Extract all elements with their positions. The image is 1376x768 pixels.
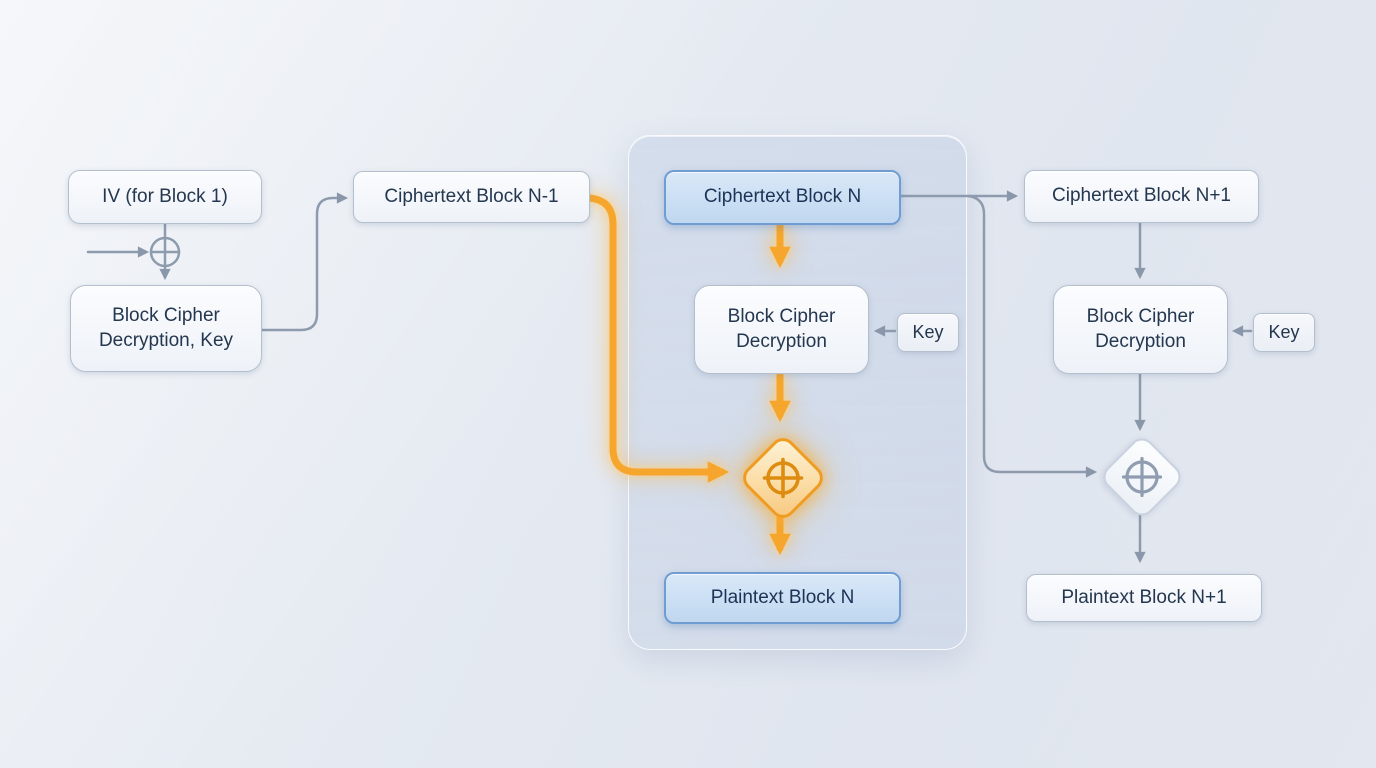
node-plaintext-current-label: Plaintext Block N <box>710 586 855 608</box>
connector-decrypt1-to-ciphertext-prev <box>258 192 349 332</box>
node-decrypt-next-line2: Decryption <box>1095 330 1186 352</box>
node-decrypt-next-line1: Block Cipher <box>1086 305 1195 327</box>
connector-branch-to-xor-next <box>966 194 1098 478</box>
node-plaintext-next-label: Plaintext Block N+1 <box>1061 586 1227 608</box>
node-key-next: Key <box>1253 313 1315 352</box>
highlight-path-prev-to-xor <box>585 194 730 483</box>
node-block-cipher-decryption-next: Block Cipher Decryption <box>1053 285 1228 374</box>
node-decrypt-current-line1: Block Cipher <box>727 305 836 327</box>
node-ciphertext-block-prev: Ciphertext Block N-1 <box>353 171 590 223</box>
node-ciphertext-current-label: Ciphertext Block N <box>703 186 862 208</box>
xor-icon <box>1120 455 1164 499</box>
node-iv: IV (for Block 1) <box>68 170 262 224</box>
node-key-next-label: Key <box>1268 321 1300 342</box>
xor-node-next <box>1098 433 1186 521</box>
node-ciphertext-prev-label: Ciphertext Block N-1 <box>384 185 559 207</box>
node-block-cipher-decryption-current: Block Cipher Decryption <box>694 285 869 374</box>
xor-node-current <box>737 432 829 524</box>
node-plaintext-block-next: Plaintext Block N+1 <box>1026 574 1262 622</box>
node-key-current-label: Key <box>912 321 944 342</box>
node-iv-label: IV (for Block 1) <box>102 185 228 207</box>
node-ciphertext-block-next: Ciphertext Block N+1 <box>1024 170 1259 223</box>
xor-icon <box>761 456 805 500</box>
node-decrypt1-line2: Decryption, Key <box>98 329 234 351</box>
node-decrypt1-line1: Block Cipher <box>112 304 220 326</box>
node-plaintext-block-current: Plaintext Block N <box>664 572 901 624</box>
node-ciphertext-next-label: Ciphertext Block N+1 <box>1052 185 1231 207</box>
node-block-cipher-decryption-key: Block Cipher Decryption, Key <box>70 285 262 372</box>
node-key-current: Key <box>897 313 959 352</box>
node-decrypt-current-line2: Decryption <box>736 330 827 352</box>
node-ciphertext-block-current: Ciphertext Block N <box>664 170 901 225</box>
